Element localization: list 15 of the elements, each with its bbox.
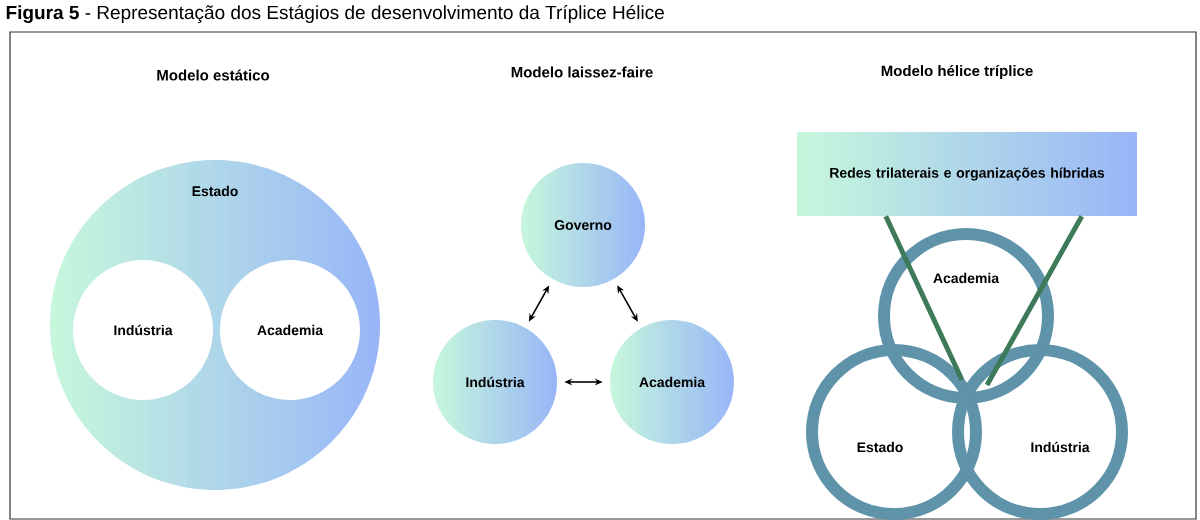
figure-title: Figura 5 - Representação dos Estágios de desenvolvimento da Tríplice Hélice	[6, 5, 664, 23]
panel-heading: Modelo laissez-faire	[511, 66, 653, 78]
panel-heading: Modelo estático	[157, 69, 270, 81]
node-label: Redes trilaterais e organizações híbridas	[830, 167, 1105, 181]
helix-ring: Estado	[806, 344, 982, 520]
helix-ring: Academia	[878, 228, 1054, 404]
panel-heading: Modelo hélice tríplice	[881, 64, 1033, 80]
helix-ring: Indústria	[952, 344, 1128, 520]
node-label: Academia	[639, 376, 706, 388]
node-label: Estado	[192, 185, 238, 197]
network-box: Redes trilaterais e organizações híbridas	[797, 132, 1137, 216]
leader-line	[984, 215, 1084, 387]
leader-line	[883, 215, 965, 382]
node-label: Indústria	[466, 376, 525, 388]
node-label: Governo	[554, 220, 612, 230]
